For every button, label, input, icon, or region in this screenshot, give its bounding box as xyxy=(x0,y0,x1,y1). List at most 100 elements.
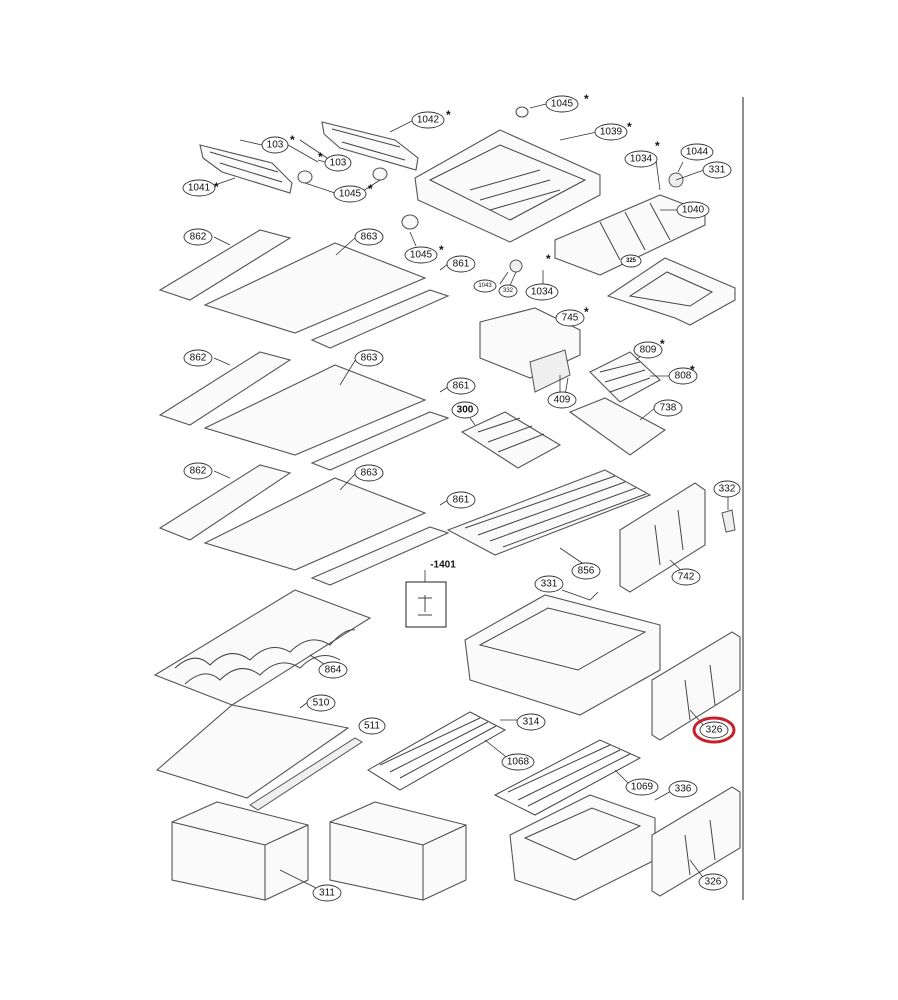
callout-861-row2: 861 xyxy=(446,377,476,395)
part-311-drawer-right xyxy=(329,801,467,901)
svg-text:326: 326 xyxy=(706,725,723,736)
svg-text:336: 336 xyxy=(675,784,692,795)
callout-311: 311 xyxy=(312,884,342,902)
part-1068-wire-shelf xyxy=(367,711,507,791)
callout-1045-low: 1045 xyxy=(404,246,438,264)
svg-text:745: 745 xyxy=(562,313,579,324)
callout-510: 510 xyxy=(306,694,336,712)
svg-text:1034: 1034 xyxy=(630,154,653,165)
svg-text:1034: 1034 xyxy=(531,287,554,298)
callout-808: 808 xyxy=(668,367,698,385)
part-326-door-lower xyxy=(651,786,741,897)
svg-text:862: 862 xyxy=(190,353,207,364)
callout-325: 325 xyxy=(620,254,642,268)
svg-text:1039: 1039 xyxy=(600,127,623,138)
part-336-bottom-basket xyxy=(509,794,656,901)
callout-409: 409 xyxy=(547,391,577,409)
callout-332-right: 332 xyxy=(713,480,741,498)
svg-text:103: 103 xyxy=(267,140,284,151)
callout-861-row1: 861 xyxy=(446,255,476,273)
svg-text:331: 331 xyxy=(541,579,558,590)
part-1042-bin-cover xyxy=(321,121,419,171)
part-314-crisper xyxy=(464,594,661,716)
callout-336: 336 xyxy=(668,780,698,798)
callout-511: 511 xyxy=(358,717,386,735)
callout-1068: 1068 xyxy=(501,753,535,771)
callout-863-row3: 863 xyxy=(354,464,384,482)
callout-103-lower: 103 xyxy=(324,154,352,172)
highlight-ring xyxy=(692,716,736,744)
callout-1044: 1044 xyxy=(680,143,714,161)
svg-text:861: 861 xyxy=(453,381,470,392)
svg-text:*: * xyxy=(446,108,451,122)
svg-text:1042: 1042 xyxy=(417,115,440,126)
callout-862-row3: 862 xyxy=(183,462,213,480)
callout-864: 864 xyxy=(318,661,348,679)
callout-856: 856 xyxy=(571,562,601,580)
part-1045-knobs xyxy=(297,106,529,230)
callout-1034-lower: 1034 xyxy=(525,283,559,301)
svg-text:1045: 1045 xyxy=(551,99,574,110)
part-300-ice-tray xyxy=(460,411,562,469)
svg-text:*: * xyxy=(627,120,632,134)
svg-text:311: 311 xyxy=(319,888,335,899)
svg-text:863: 863 xyxy=(361,232,378,243)
svg-text:742: 742 xyxy=(678,572,695,583)
callout-326-highlighted[interactable]: 326 xyxy=(699,721,729,739)
callout-332-small: 332 xyxy=(498,284,518,298)
shelf-row-2 xyxy=(158,351,450,471)
svg-text:856: 856 xyxy=(578,566,595,577)
callout-738: 738 xyxy=(653,399,683,417)
callout-1040: 1040 xyxy=(676,201,710,219)
svg-text:863: 863 xyxy=(361,353,378,364)
svg-text:300: 300 xyxy=(457,405,474,416)
part-326-door-upper xyxy=(651,631,741,741)
part-332-small-part xyxy=(509,259,523,273)
callout-1042: 1042 xyxy=(411,111,445,129)
callout-103-upper: 103 xyxy=(261,136,289,154)
svg-text:*: * xyxy=(584,305,589,319)
part-311-drawer-left xyxy=(171,801,309,901)
svg-text:1041: 1041 xyxy=(188,183,211,194)
svg-text:331: 331 xyxy=(709,165,726,176)
svg-text:*: * xyxy=(290,133,295,147)
svg-text:*: * xyxy=(368,182,373,196)
svg-text:738: 738 xyxy=(660,403,677,414)
shelf-row-3 xyxy=(158,464,450,586)
callout-1045-top: 1045 xyxy=(545,95,579,113)
svg-text:1068: 1068 xyxy=(507,757,530,768)
part-1041-bin-cover xyxy=(199,144,293,194)
part-742-panel xyxy=(619,482,706,593)
callout-863-row2: 863 xyxy=(354,349,384,367)
svg-text:332: 332 xyxy=(719,484,736,495)
svg-text:511: 511 xyxy=(364,721,380,732)
svg-text:864: 864 xyxy=(325,665,342,676)
svg-text:1044: 1044 xyxy=(686,147,709,158)
svg-text:*: * xyxy=(660,337,665,351)
callout-1041: 1041 xyxy=(182,179,216,197)
svg-text:862: 862 xyxy=(190,232,207,243)
svg-text:103: 103 xyxy=(330,158,347,169)
svg-text:-1401: -1401 xyxy=(430,560,456,571)
part-1069-wire-shelf xyxy=(493,739,642,816)
svg-text:409: 409 xyxy=(554,395,571,406)
svg-text:809: 809 xyxy=(640,345,657,356)
svg-text:862: 862 xyxy=(190,466,207,477)
callout-1401: -1401 xyxy=(430,560,456,571)
svg-text:1069: 1069 xyxy=(631,782,654,793)
part-511-strip xyxy=(249,737,363,811)
callout-1069: 1069 xyxy=(625,778,659,796)
leader-lines xyxy=(213,103,729,891)
part-745-ice-maker xyxy=(479,307,581,393)
callout-862-row2: 862 xyxy=(183,349,213,367)
part-332-clip xyxy=(721,509,736,533)
part-1040-cover xyxy=(554,194,706,276)
svg-text:*: * xyxy=(584,92,589,106)
callout-331-mid: 331 xyxy=(534,575,564,593)
part-738-ice-bin xyxy=(568,397,667,456)
part-325-frame xyxy=(606,257,736,326)
asterisk-marks: * * * * * * * * * * * * * xyxy=(214,92,695,377)
svg-text:*: * xyxy=(546,252,551,266)
callout-1043: 1043 xyxy=(473,279,497,293)
